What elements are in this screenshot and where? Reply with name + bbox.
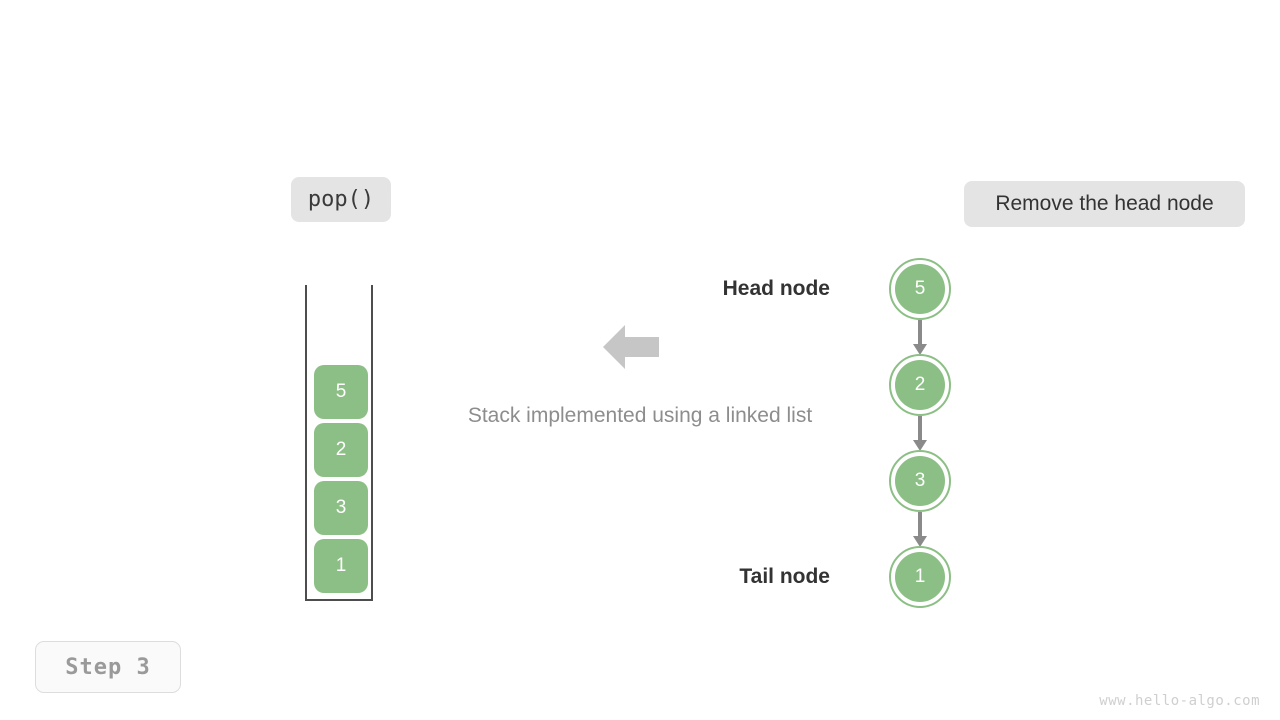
list-link — [918, 512, 922, 542]
list-node-value: 3 — [895, 456, 945, 506]
watermark: www.hello-algo.com — [1099, 693, 1260, 709]
list-link — [918, 320, 922, 350]
linked-list: 5 2 3 1 — [889, 258, 951, 608]
list-link — [918, 416, 922, 446]
list-link-arrowhead — [913, 536, 927, 547]
tail-node-label: Tail node — [739, 565, 830, 588]
stack-cell-list: 5 2 3 1 — [307, 365, 375, 593]
list-node: 5 — [889, 258, 951, 320]
list-node-value: 2 — [895, 360, 945, 410]
left-arrow-icon — [601, 317, 661, 377]
step-badge: Step 3 — [35, 641, 181, 693]
stack-cell: 5 — [314, 365, 368, 419]
caption-text: Stack implemented using a linked list — [467, 404, 813, 427]
list-node-value: 5 — [895, 264, 945, 314]
list-node: 3 — [889, 450, 951, 512]
action-chip: Remove the head node — [964, 181, 1245, 227]
stack-cell: 2 — [314, 423, 368, 477]
list-node: 1 — [889, 546, 951, 608]
stack-cell: 1 — [314, 539, 368, 593]
operation-chip: pop() — [291, 177, 391, 222]
head-node-label: Head node — [722, 277, 830, 300]
list-link-arrowhead — [913, 344, 927, 355]
list-node-value: 1 — [895, 552, 945, 602]
stack-container: 5 2 3 1 — [305, 285, 373, 601]
list-link-arrowhead — [913, 440, 927, 451]
list-node: 2 — [889, 354, 951, 416]
stack-cell: 3 — [314, 481, 368, 535]
